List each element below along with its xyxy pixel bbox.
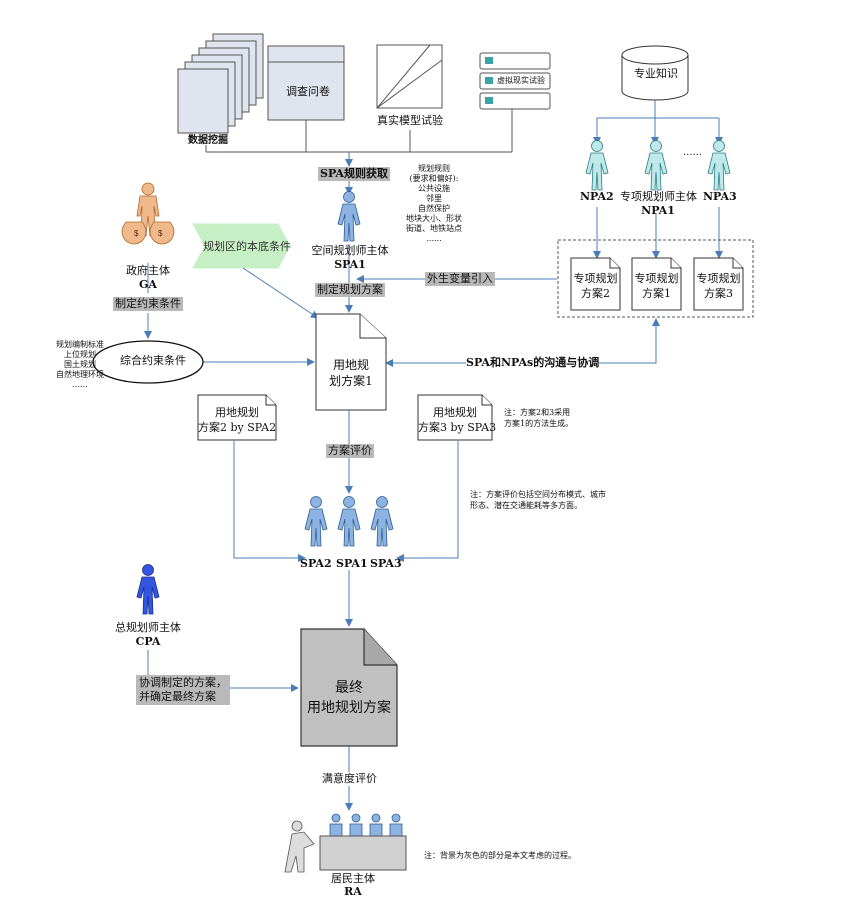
npa1-title: 专项规划师主体	[620, 190, 697, 203]
npa-plans-group	[557, 239, 754, 318]
rules-note-line: 邻里	[426, 194, 442, 203]
cpa-person-icon	[136, 564, 160, 615]
constraints-item: 自然地理环境	[56, 370, 104, 379]
spa1-code: SPA1	[334, 258, 366, 271]
data-mining-stack-icon	[177, 33, 264, 134]
ra-meeting-icon	[284, 813, 407, 873]
npa2-label: NPA2	[580, 190, 614, 203]
spa2-person-icon	[304, 496, 328, 547]
constraints-item: 国土规划	[64, 360, 96, 369]
evaluation-label: 方案评价	[326, 444, 374, 458]
npa-plan3-line1: 专项规划	[696, 272, 741, 285]
arrow-plan3-to-spa	[396, 440, 459, 562]
knowledge-connectors	[593, 100, 723, 145]
note-eval-line2: 形态、潜在交通能耗等多方面。	[470, 501, 582, 510]
constraints-item: ......	[72, 380, 88, 389]
ga-title: 政府主体	[126, 264, 170, 277]
plan1-line1: 用地规	[332, 358, 369, 372]
plan3-line1: 用地规划	[433, 406, 477, 419]
rules-note-line: 公共设施	[418, 184, 450, 193]
ga-person-icon: $ $	[121, 182, 175, 245]
make-constraints-label: 制定约束条件	[113, 297, 183, 311]
rules-note-line: 规划规则	[418, 164, 450, 173]
rules-note-line: 街道、地铁站点	[406, 224, 462, 233]
constraints-ellipse	[92, 340, 204, 384]
note-eval-line1: 注：方案评价包括空间分布模式、城市	[470, 490, 606, 499]
spa-rules-label: SPA规则获取	[318, 167, 390, 181]
npa-plan2-line2: 方案2	[581, 287, 610, 300]
cpa-code: CPA	[135, 635, 161, 648]
constraints-item: 规划编制标准	[56, 340, 104, 349]
npa-plan1-line1: 专项规划	[634, 272, 679, 285]
rules-note: 规划规则 (要求和偏好): 公共设施 邻里 自然保护 地块大小、形状 街道、地铁…	[404, 164, 464, 244]
base-conditions-shape	[192, 223, 291, 269]
rules-note-line: 自然保护	[418, 204, 450, 213]
spa1-title: 空间规划师主体	[311, 244, 389, 257]
ra-code: RA	[344, 885, 362, 898]
coordinate-label: 协调制定的方案， 并确定最终方案	[136, 675, 230, 705]
npa1-person-icon	[644, 140, 668, 191]
final-plan-line1: 最终	[335, 680, 363, 696]
constraints-label: 综合约束条件	[120, 354, 186, 367]
spa3-person-icon	[370, 496, 394, 547]
note-plans-line1: 注：方案2和3采用	[504, 408, 571, 417]
satisfaction-label: 满意度评价	[322, 772, 377, 786]
plan2-line1: 用地规划	[215, 406, 259, 419]
survey-box	[267, 45, 345, 121]
final-plan-doc	[300, 628, 398, 747]
knowledge-label: 专业知识	[634, 67, 678, 80]
rules-note-line: ......	[426, 234, 442, 243]
plan3-doc	[417, 394, 493, 441]
spa1-person-icon	[337, 191, 361, 242]
vr-test-label: 虚拟现实试验	[497, 76, 545, 85]
npa-plan3-line2: 方案3	[704, 287, 733, 300]
coordinate-line2: 并确定最终方案	[139, 689, 216, 703]
npa3-label: NPA3	[703, 190, 737, 203]
ra-title: 居民主体	[331, 872, 375, 885]
plan3-line2: 方案3 by SPA3	[418, 421, 497, 434]
constraints-list: 规划编制标准 上位规划 国土规划 自然地理环境 ......	[50, 340, 110, 390]
svg-text:$: $	[134, 229, 139, 238]
vr-windows-icon	[479, 52, 551, 110]
source-connectors	[205, 109, 513, 153]
npa-ellipsis: ......	[683, 147, 703, 158]
ga-code: GA	[139, 278, 157, 291]
plan2-line2: 方案2 by SPA2	[198, 421, 277, 434]
npa-plan-docs	[570, 257, 744, 311]
base-conditions-label: 规划区的本底条件	[203, 240, 291, 253]
rules-note-line: (要求和偏好):	[409, 174, 459, 183]
npa3-person-icon	[707, 140, 731, 191]
npa-plan2-line1: 专项规划	[573, 272, 618, 285]
communication-label: SPA和NPAs的沟通与协调	[466, 356, 600, 370]
note-background: 注：背景为灰色的部分是本文考虑的过程。	[424, 851, 576, 860]
npa1-label: NPA1	[641, 204, 675, 217]
data-mining-label: 数据挖掘	[188, 135, 228, 146]
final-plan-line2: 用地规划方案	[307, 700, 391, 716]
svg-text:$: $	[158, 229, 163, 238]
constraints-item: 上位规划	[64, 350, 96, 359]
spa1-eval-label: SPA1	[336, 557, 368, 570]
coordinate-line1: 协调制定的方案，	[139, 676, 227, 689]
npa2-person-icon	[585, 140, 609, 191]
exo-vars-label: 外生变量引入	[425, 272, 495, 286]
note-plans-line2: 方案1的方法生成。	[504, 419, 574, 428]
model-test-label: 真实模型试验	[377, 114, 443, 127]
rules-note-line: 地块大小、形状	[406, 214, 462, 223]
make-plan-label: 制定规划方案	[315, 283, 385, 297]
plan2-doc	[197, 394, 277, 441]
knowledge-database-icon	[621, 45, 689, 101]
npa-to-plan-arrows	[593, 207, 723, 259]
cpa-title: 总规划师主体	[115, 621, 181, 634]
model-test-chart-icon	[376, 44, 443, 109]
arrow-plan2-to-spa	[233, 440, 306, 562]
npa-plan1-line2: 方案1	[642, 287, 671, 300]
survey-label: 调查问卷	[286, 85, 330, 98]
arrow-base-to-plan1	[242, 267, 319, 319]
plan1-line2: 划方案1	[329, 374, 373, 388]
spa1-eval-person-icon	[337, 496, 361, 547]
spa3-label: SPA3	[370, 557, 402, 570]
spa2-label: SPA2	[300, 557, 332, 570]
plan1-doc	[315, 313, 387, 411]
